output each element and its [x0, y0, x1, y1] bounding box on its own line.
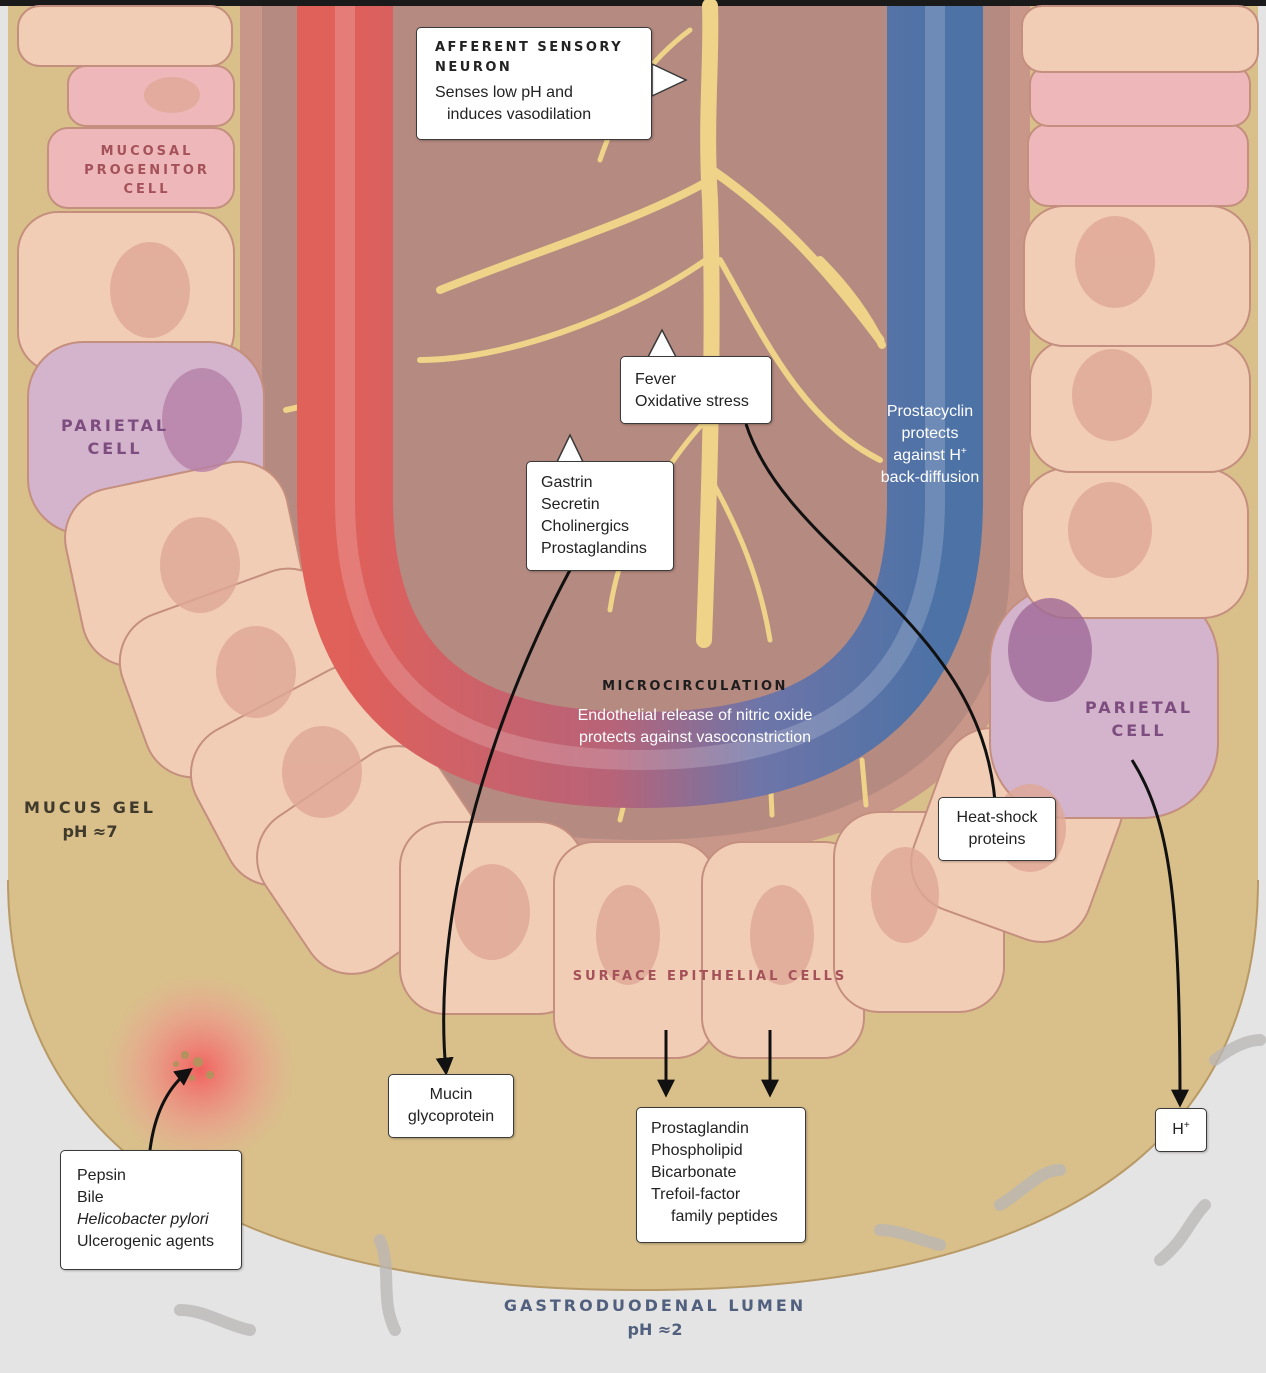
- parietal-cell-left-label: PARIETAL CELL: [40, 414, 190, 460]
- surface-epithelial-label: SURFACE EPITHELIAL CELLS: [560, 968, 860, 986]
- pepsin-line: Pepsin: [77, 1165, 241, 1187]
- microcirculation-text: Endothelial release of nitric oxide prot…: [550, 705, 840, 749]
- prostaglandin-line: family peptides: [651, 1206, 805, 1228]
- heat-shock-box: Heat-shock proteins: [938, 797, 1056, 861]
- mucin-line: glycoprotein: [389, 1106, 513, 1128]
- afferent-text-line: induces vasodilation: [435, 104, 651, 126]
- fever-line: Oxidative stress: [635, 391, 771, 413]
- gastrin-box: Gastrin Secretin Cholinergics Prostaglan…: [526, 461, 674, 571]
- h-plus-text: H: [1172, 1121, 1184, 1138]
- epithelial-cell: [1022, 6, 1258, 72]
- afferent-text-line: Senses low pH and: [435, 82, 651, 104]
- mucin-box: Mucin glycoprotein: [388, 1074, 514, 1138]
- heat-shock-line: Heat-shock: [939, 807, 1055, 829]
- h-plus-box: H+: [1155, 1108, 1207, 1152]
- prostacyclin-h-line: against H: [893, 447, 961, 464]
- pepsin-line: Bile: [77, 1187, 241, 1209]
- gastrin-line: Secretin: [541, 494, 673, 516]
- gastrin-line: Cholinergics: [541, 516, 673, 538]
- fever-line: Fever: [635, 369, 771, 391]
- prostaglandin-line: Phospholipid: [651, 1140, 805, 1162]
- afferent-neuron-box: AFFERENT SENSORY NEURON Senses low pH an…: [416, 27, 652, 140]
- prostacyclin-superscript: +: [961, 446, 967, 457]
- epithelial-cell: [18, 6, 232, 66]
- gastrin-line: Prostaglandins: [541, 538, 673, 560]
- gastrin-line: Gastrin: [541, 472, 673, 494]
- mucosal-progenitor-label: MUCOSAL PROGENITOR CELL: [62, 142, 232, 199]
- prostacyclin-text: Prostacyclin protects against H+ back-di…: [865, 401, 995, 489]
- prostaglandin-line: Prostaglandin: [651, 1118, 805, 1140]
- prostaglandin-box: Prostaglandin Phospholipid Bicarbonate T…: [636, 1107, 806, 1243]
- parietal-cell-right-label: PARIETAL CELL: [1064, 696, 1214, 742]
- fever-box: Fever Oxidative stress: [620, 356, 772, 424]
- pepsin-box: Pepsin Bile Helicobacter pylori Ulceroge…: [60, 1150, 242, 1270]
- prostaglandin-line: Trefoil-factor: [651, 1184, 805, 1206]
- pepsin-line-italic: Helicobacter pylori: [77, 1209, 241, 1231]
- progenitor-cell: [1028, 124, 1248, 206]
- injury-glow: [105, 975, 295, 1165]
- afferent-title: AFFERENT SENSORY NEURON: [435, 38, 651, 78]
- lumen-label: GASTRODUODENAL LUMEN pH ≈2: [490, 1294, 820, 1342]
- pepsin-line: Ulcerogenic agents: [77, 1231, 241, 1253]
- heat-shock-line: proteins: [939, 829, 1055, 851]
- mucin-line: Mucin: [389, 1084, 513, 1106]
- progenitor-cell: [1030, 66, 1250, 126]
- microcirculation-title: MICROCIRCULATION: [560, 678, 830, 696]
- mucus-gel-label: MUCUS GEL pH ≈7: [10, 796, 170, 844]
- h-plus-superscript: +: [1184, 1120, 1190, 1131]
- prostaglandin-line: Bicarbonate: [651, 1162, 805, 1184]
